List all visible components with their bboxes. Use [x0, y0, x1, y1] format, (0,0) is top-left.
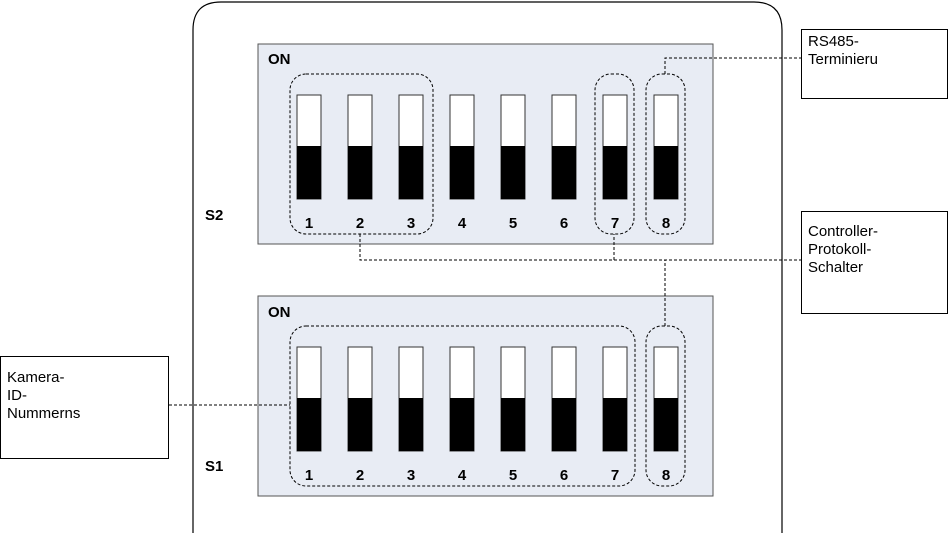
housing-outline: [192, 1, 783, 533]
s1-switch-2-number: 2: [356, 467, 364, 484]
s1-panel: [257, 295, 714, 497]
s1-switch-3-number: 3: [407, 467, 415, 484]
s2-switch-3-knob: [399, 146, 423, 199]
s1-switch-6-number: 6: [560, 467, 568, 484]
rs485-line-2: Terminieru: [808, 51, 879, 68]
controller-line-3: Schalter: [808, 259, 864, 276]
s2-switch-8-knob: [654, 146, 678, 199]
s1-switch-8-knob: [654, 398, 678, 451]
s1-switch-7-number: 7: [611, 467, 619, 484]
s1-switch-4-number: 4: [458, 467, 467, 484]
s2-switch-4-knob: [450, 146, 474, 199]
kamera-line-1: Kamera-: [7, 369, 65, 386]
rs485-callout: RS485- Terminieru: [801, 29, 948, 99]
s1-switch-8-number: 8: [662, 467, 670, 484]
s2-switch-4-number: 4: [458, 215, 467, 232]
s1-switch-5-knob: [501, 398, 525, 451]
s1-on-label: ON: [268, 304, 291, 321]
s2-switch-6-number: 6: [560, 215, 568, 232]
controller-line-1: Controller-: [808, 223, 879, 240]
s2-group-8-outline: [645, 73, 686, 235]
s1-switch-6-knob: [552, 398, 576, 451]
controller-callout: Controller- Protokoll- Schalter: [801, 211, 948, 314]
s1-group-1-7-outline: [289, 325, 636, 487]
s2-switch-1-knob: [297, 146, 321, 199]
s1-switch-group: 1 2 3 4 5 6 7 8: [296, 346, 679, 484]
s1-switch-7-knob: [603, 398, 627, 451]
s2-switch-5-knob: [501, 146, 525, 199]
s1-switch-1-knob: [297, 398, 321, 451]
s2-switch-7-knob: [603, 146, 627, 199]
s1-switch-1-number: 1: [305, 467, 313, 484]
s1-switch-3-knob: [399, 398, 423, 451]
s2-switch-2-number: 2: [356, 215, 364, 232]
s2-group-1-3-outline: [289, 73, 434, 235]
s2-switch-6-knob: [552, 146, 576, 199]
kamera-callout: Kamera- ID- Nummerns: [0, 356, 169, 459]
s2-switch-5-number: 5: [509, 215, 517, 232]
s2-switch-group: 1 2 3 4 5 6 7 8: [296, 94, 679, 232]
s2-switch-8-number: 8: [662, 215, 670, 232]
s2-switch-7-number: 7: [611, 215, 619, 232]
s2-switch-1-number: 1: [305, 215, 313, 232]
s1-name: S1: [205, 458, 223, 475]
s2-name: S2: [205, 207, 223, 224]
controller-line-2: Protokoll-: [808, 241, 872, 258]
rs485-line-1: RS485-: [808, 33, 859, 50]
s1-switch-4-knob: [450, 398, 474, 451]
s2-on-label: ON: [268, 51, 291, 68]
s1-group-8-outline: [645, 325, 686, 487]
controller-leader-s2: [359, 234, 615, 261]
kamera-line-2: ID-: [7, 387, 27, 404]
s2-switch-3-number: 3: [407, 215, 415, 232]
kamera-line-3: Nummerns: [7, 405, 81, 422]
s2-group-7-outline: [594, 73, 635, 235]
s1-switch-2-knob: [348, 398, 372, 451]
s2-panel: [257, 43, 714, 245]
rs485-leader-line: [664, 57, 801, 74]
s1-switch-5-number: 5: [509, 467, 517, 484]
s2-switch-2-knob: [348, 146, 372, 199]
